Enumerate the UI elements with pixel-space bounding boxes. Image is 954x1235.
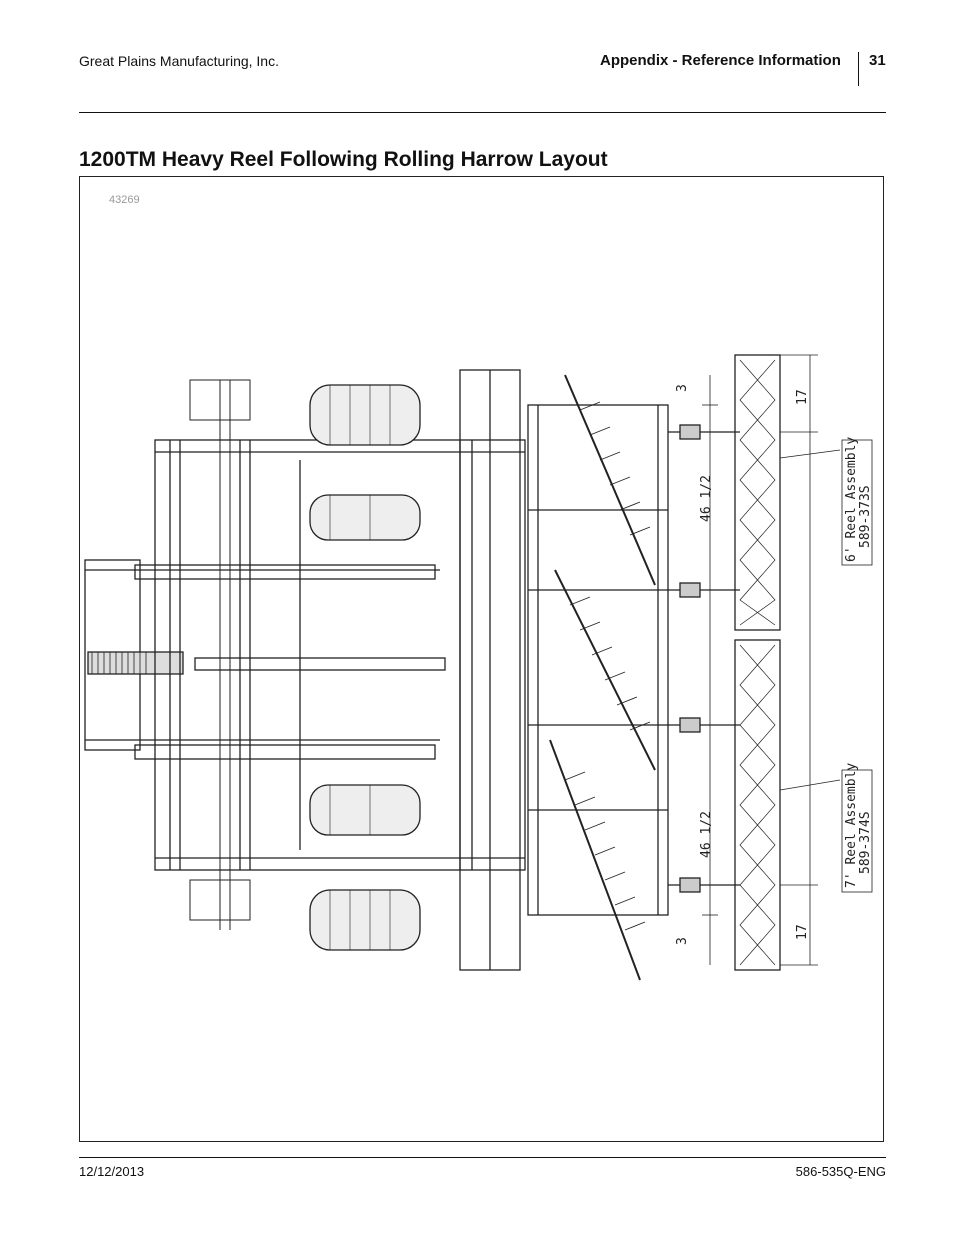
header-rule — [79, 112, 886, 113]
callout-6ft-reel: 6' Reel Assembly 589-373S — [841, 437, 873, 566]
svg-text:589-374S: 589-374S — [858, 811, 873, 874]
dim-bottom-gap: 3 — [675, 937, 690, 945]
footer-date: 12/12/2013 — [79, 1164, 145, 1179]
page-number: 31 — [869, 52, 886, 69]
svg-text:589-373S: 589-373S — [858, 485, 873, 548]
header-section: Appendix - Reference Information — [600, 52, 841, 69]
dim-top-spacing: 46 1/2 — [699, 475, 714, 522]
figure-frame — [79, 176, 884, 1142]
dim-bottom-reel-offset: 17 — [795, 924, 810, 940]
header-company: Great Plains Manufacturing, Inc. — [79, 53, 279, 69]
figure-id: 43269 — [109, 194, 140, 206]
callout-7ft-reel: 7' Reel Assembly 589-374S — [841, 763, 873, 893]
page-title: 1200TM Heavy Reel Following Rolling Harr… — [79, 148, 608, 171]
dim-top-reel-offset: 17 — [795, 389, 810, 405]
dim-bottom-spacing: 46 1/2 — [699, 811, 714, 858]
footer-rule — [79, 1157, 886, 1158]
svg-text:6' Reel Assembly: 6' Reel Assembly — [844, 437, 859, 562]
dim-top-gap: 3 — [675, 384, 690, 392]
svg-text:7' Reel Assembly: 7' Reel Assembly — [844, 763, 859, 888]
footer-doc-number: 586-535Q-ENG — [795, 1164, 886, 1179]
harrow-layout-drawing: 3 17 46 1/2 46 1/2 3 17 6' Reel Assembly… — [84, 354, 873, 981]
header-divider — [858, 52, 859, 86]
